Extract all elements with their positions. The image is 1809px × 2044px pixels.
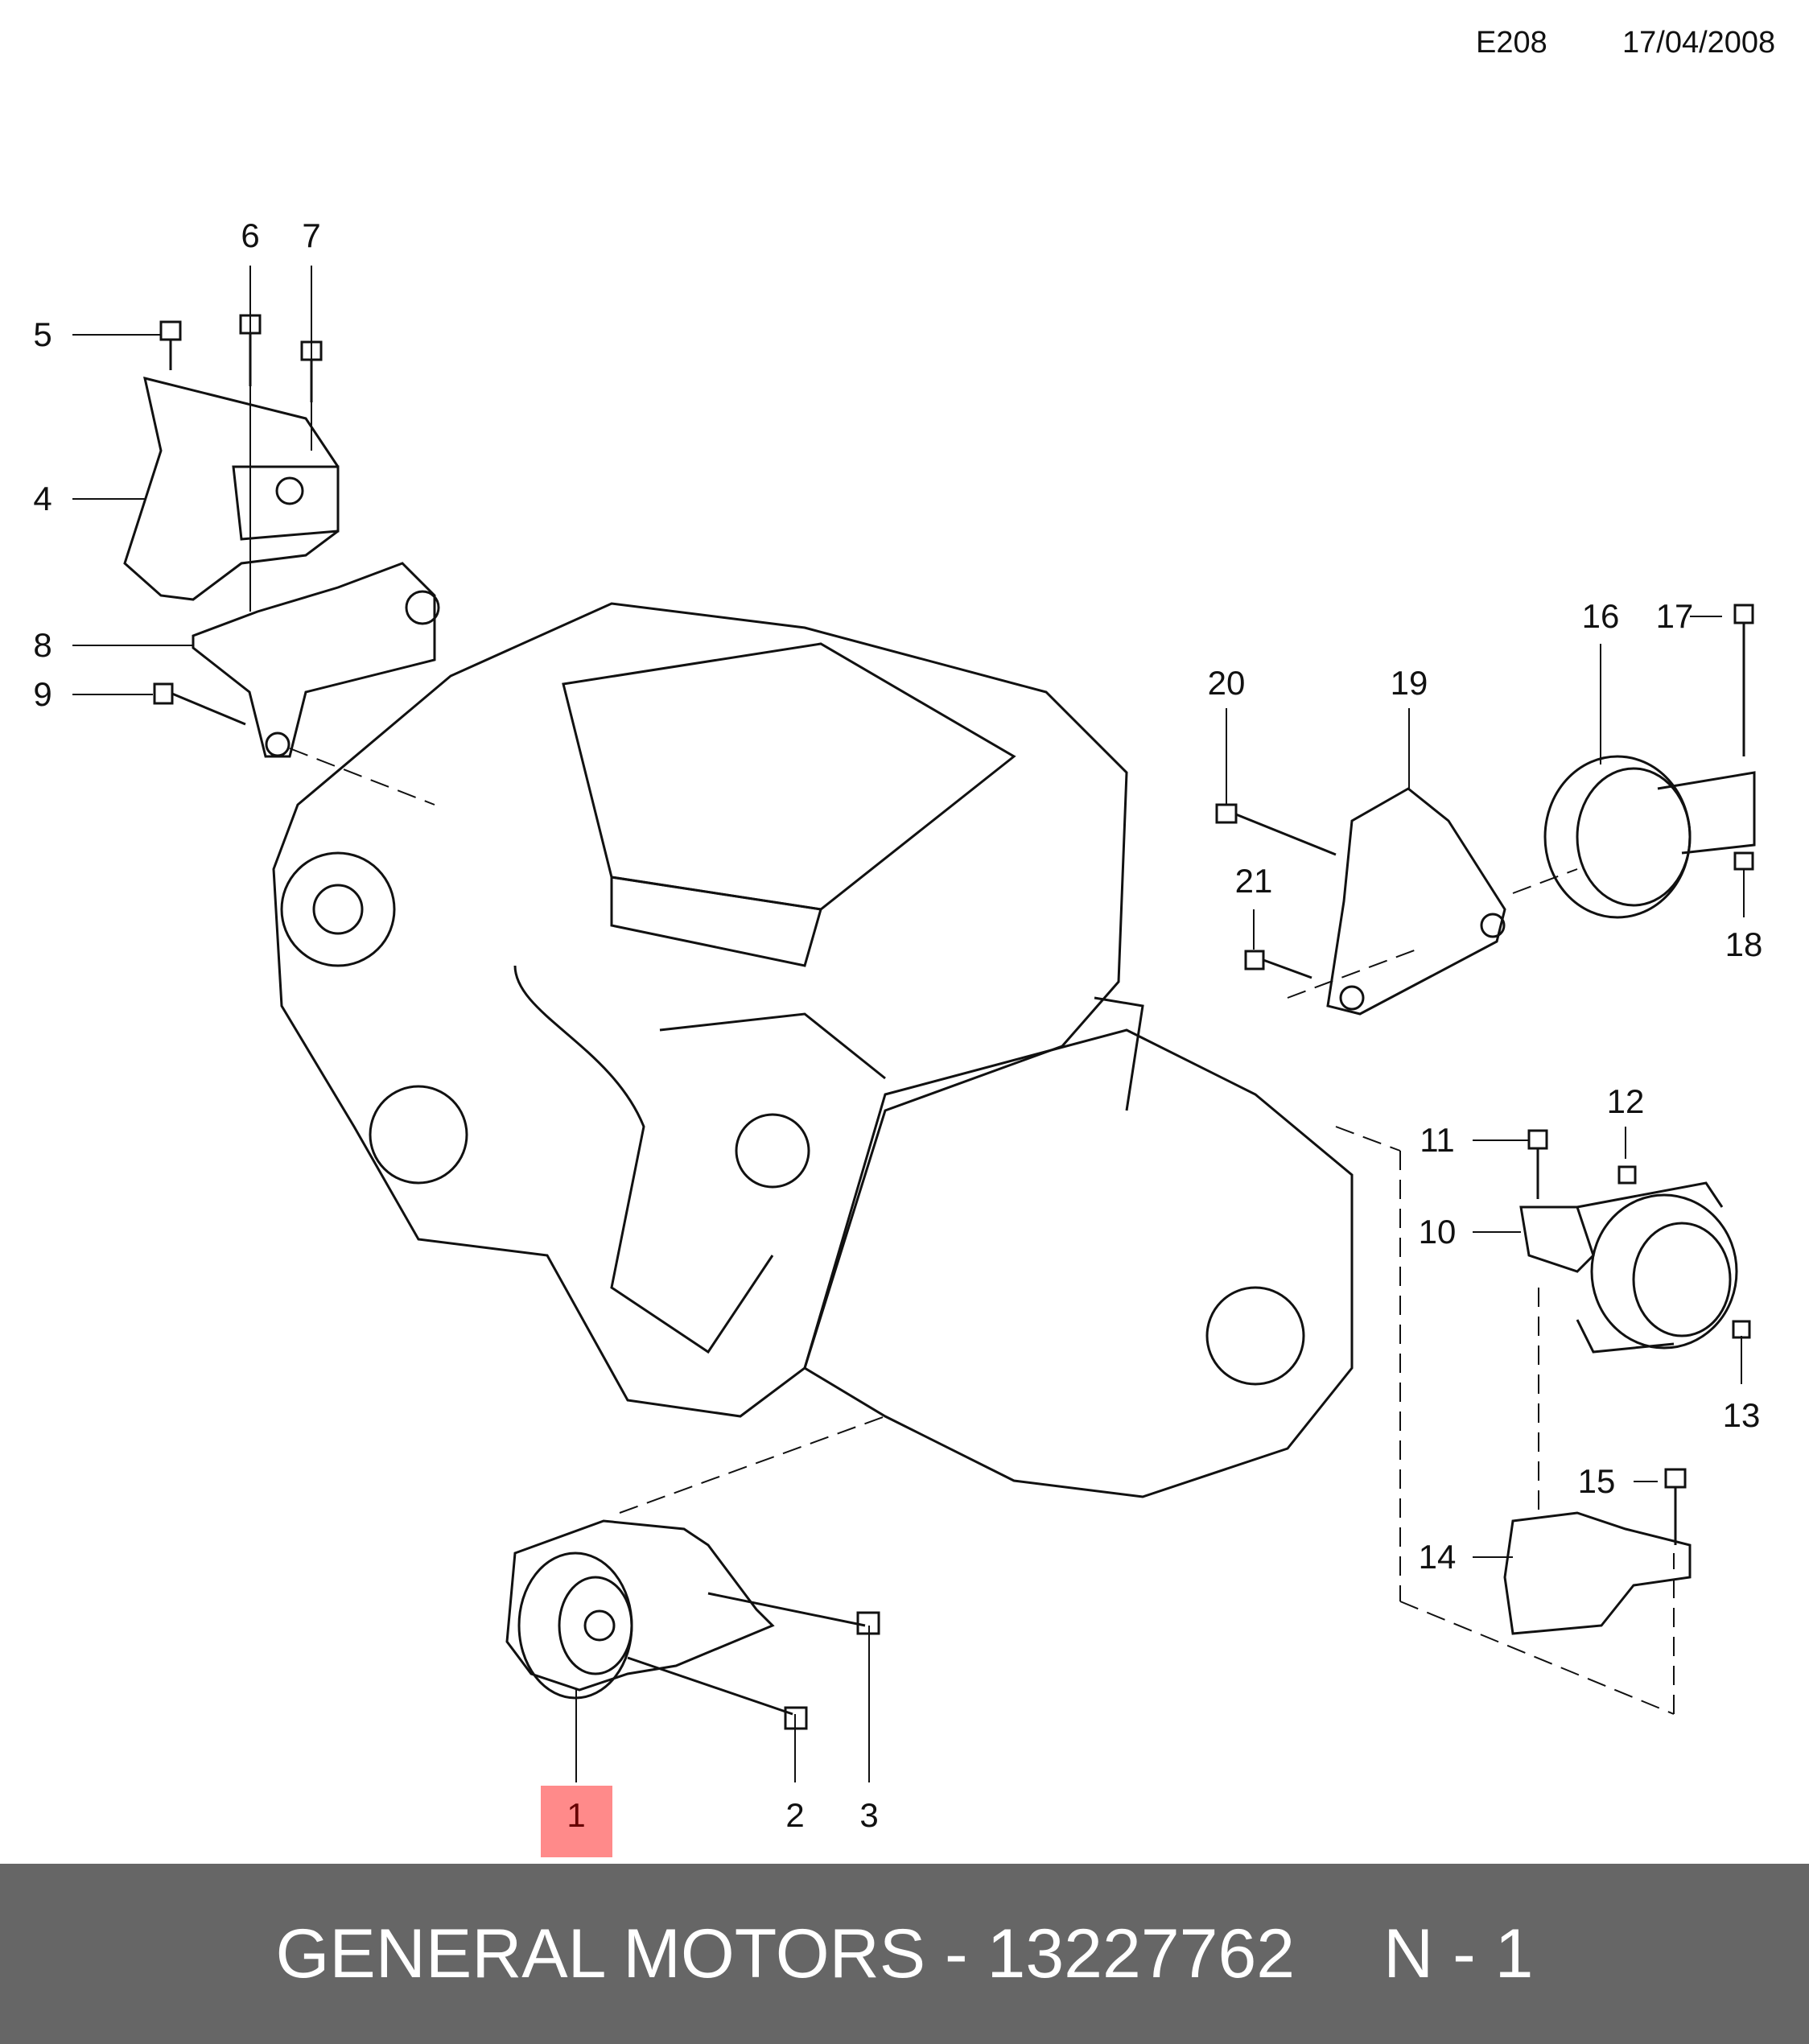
callout-18[interactable]: 18 xyxy=(1725,925,1763,963)
callout-17[interactable]: 17 xyxy=(1655,597,1694,635)
engine-mount-1 xyxy=(505,1519,880,1730)
diagram-date: 17/04/2008 xyxy=(1622,26,1776,60)
callout-3[interactable]: 3 xyxy=(859,1796,879,1834)
callout-10[interactable]: 10 xyxy=(1418,1213,1457,1251)
footer-quantity: N - 1 xyxy=(1383,1914,1534,1992)
footer-banner: GENERAL MOTORS - 13227762 N - 1 xyxy=(0,1864,1809,2044)
callout-8[interactable]: 8 xyxy=(33,626,52,664)
callout-15[interactable]: 15 xyxy=(1577,1462,1616,1500)
callout-6[interactable]: 6 xyxy=(241,216,260,254)
callout-7[interactable]: 7 xyxy=(302,216,321,254)
bracket-19 xyxy=(1215,787,1506,1016)
engine-mount-10 xyxy=(1519,1129,1751,1354)
transmission-mount-14 xyxy=(1503,1468,1692,1635)
callout-11[interactable]: 11 xyxy=(1420,1121,1455,1159)
bolts-top-left xyxy=(153,314,323,726)
engine-block xyxy=(272,602,1128,1418)
transmission xyxy=(803,996,1354,1498)
engine-mount-bracket-4 xyxy=(123,376,340,601)
callout-16[interactable]: 16 xyxy=(1581,597,1620,635)
footer-part-number: 13227762 xyxy=(987,1914,1296,1992)
highlighted-part-marker xyxy=(541,1786,612,1857)
callout-19[interactable]: 19 xyxy=(1390,664,1428,702)
callout-5[interactable]: 5 xyxy=(33,315,52,353)
diagram-code: E208 xyxy=(1476,26,1547,60)
callout-21[interactable]: 21 xyxy=(1234,862,1273,900)
callout-9[interactable]: 9 xyxy=(33,675,52,713)
callout-1[interactable]: 1 xyxy=(567,1796,586,1834)
callout-13[interactable]: 13 xyxy=(1722,1396,1761,1434)
callout-20[interactable]: 20 xyxy=(1207,664,1246,702)
callout-2[interactable]: 2 xyxy=(785,1796,805,1834)
callout-14[interactable]: 14 xyxy=(1418,1538,1457,1576)
footer-brand: GENERAL MOTORS xyxy=(275,1914,926,1992)
engine-mount-bracket-8 xyxy=(192,562,440,758)
engine-mount-16 xyxy=(1543,604,1756,919)
leader-lines xyxy=(72,266,1745,1782)
footer-separator: - xyxy=(925,1914,987,1992)
callout-4[interactable]: 4 xyxy=(33,480,52,517)
callout-12[interactable]: 12 xyxy=(1606,1082,1645,1120)
